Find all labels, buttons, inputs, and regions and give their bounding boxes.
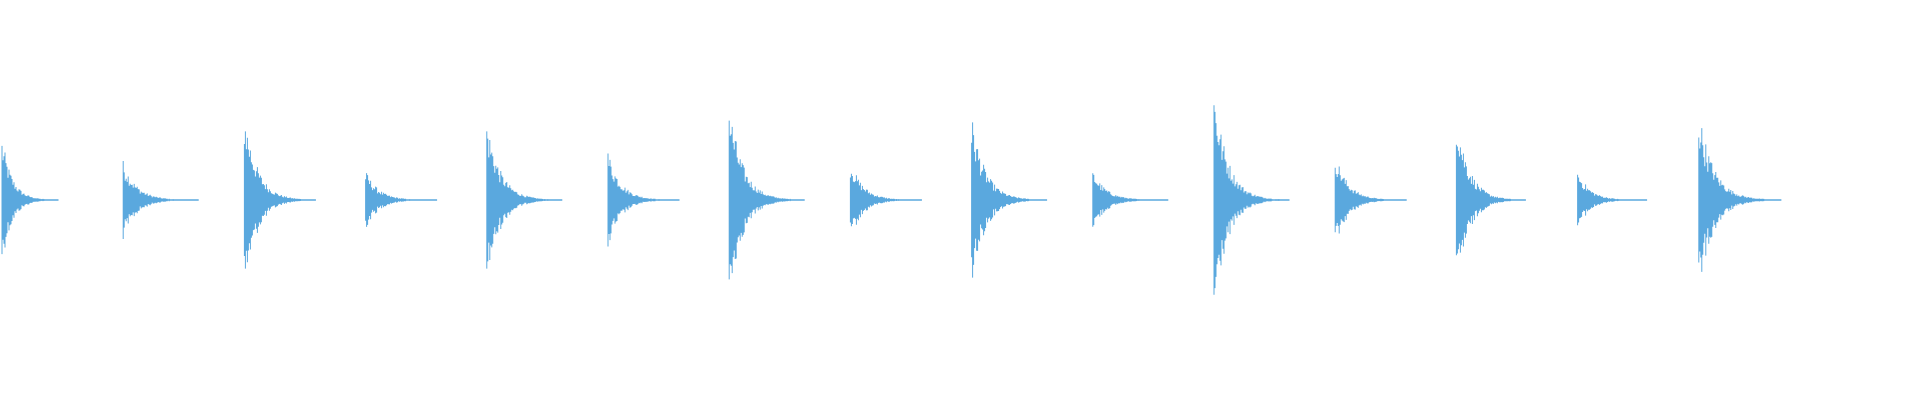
transient-group — [1, 105, 1782, 295]
